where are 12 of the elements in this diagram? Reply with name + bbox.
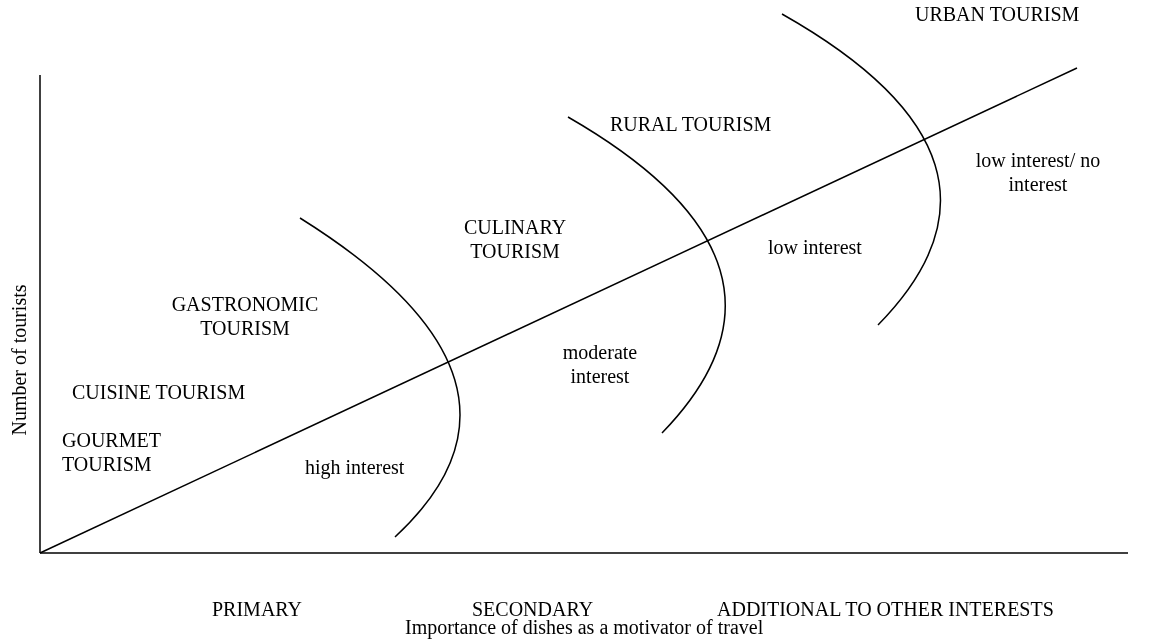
tourism-type-label: RURAL TOURISM	[610, 112, 772, 136]
tourism-type-label: CUISINE TOURISM	[72, 380, 246, 404]
tourism-type-label: URBAN TOURISM	[915, 2, 1080, 26]
tourism-type-label: GASTRONOMIC TOURISM	[170, 292, 320, 340]
tourism-type-label: CULINARY TOURISM	[462, 215, 568, 263]
axis-title: Number of tourists	[6, 284, 31, 436]
tourism-type-label: GOURMET TOURISM	[62, 428, 162, 476]
interest-level-label: high interest	[305, 455, 405, 479]
interest-level-label: low interest	[768, 235, 862, 259]
interest-level-label: low interest/ no interest	[974, 148, 1102, 196]
axis-category-label: PRIMARY	[212, 597, 303, 621]
interest-level-label: moderate interest	[561, 340, 639, 388]
